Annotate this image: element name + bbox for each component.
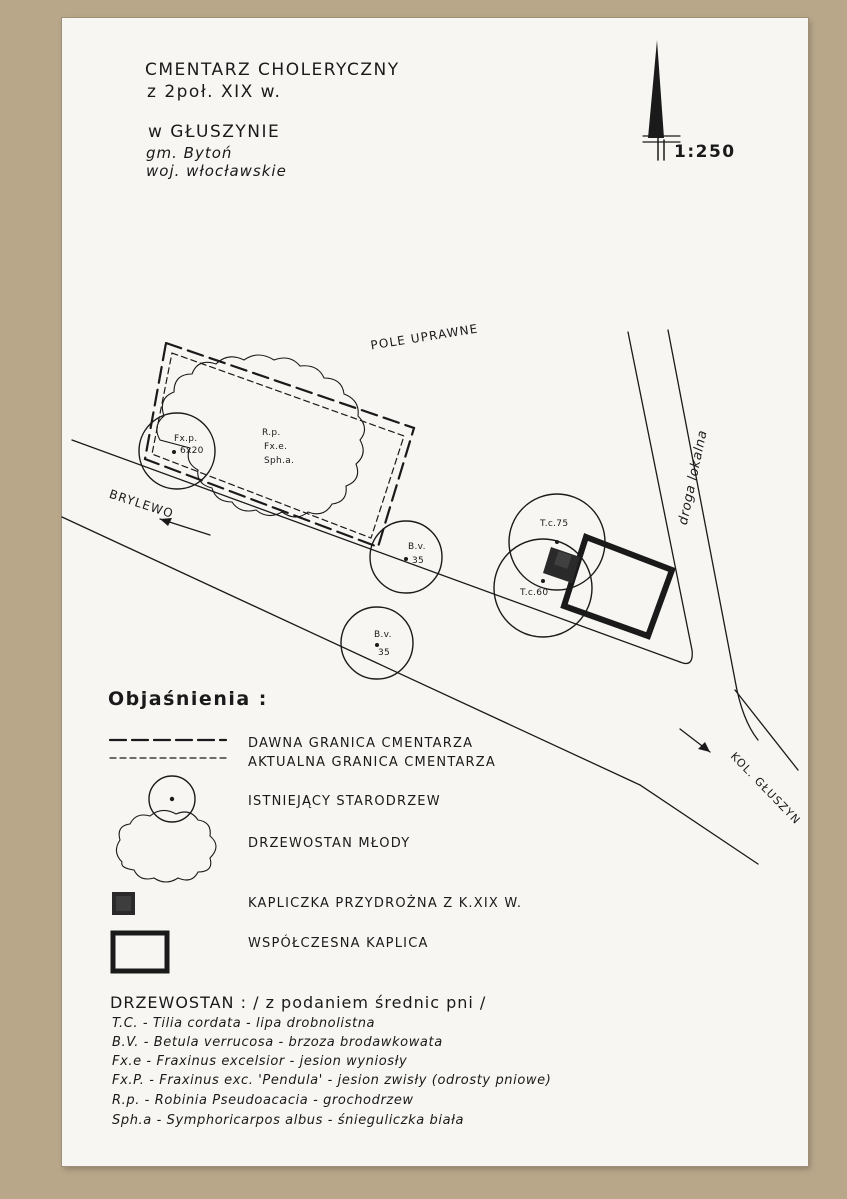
legend-item-old-trees: ISTNIEJĄCY STARODRZEW xyxy=(248,794,441,809)
legend-item-former-boundary: DAWNA GRANICA CMENTARZA xyxy=(248,736,474,751)
legend-old-tree-symbol xyxy=(148,775,196,823)
tree-tc60-label: T.c.60 xyxy=(520,588,549,598)
local-road-edge-right xyxy=(734,689,799,771)
legend-item-young-stand: DRZEWOSTAN MŁODY xyxy=(248,836,411,851)
tree-tc60-circle xyxy=(493,538,593,638)
map-title-line5: woj. włocławskie xyxy=(146,162,287,180)
map-title-line2: z 2poł. XIX w. xyxy=(147,82,282,102)
tree-bv2-value: 35 xyxy=(378,648,391,658)
road-edge-upper xyxy=(71,439,681,663)
local-road-edge-left xyxy=(667,329,759,741)
tree-list-row: Sph.a - Symphoricarpos albus - śniegulic… xyxy=(112,1113,465,1128)
tree-bv1-label: B.v. xyxy=(408,542,426,552)
legend-item-roadside-shrine: KAPLICZKA PRZYDROŻNA Z K.XIX W. xyxy=(248,896,523,911)
tree-list-row: B.V. - Betula verrucosa - brzoza brodawk… xyxy=(112,1035,443,1050)
modern-chapel xyxy=(560,533,676,640)
tree-list-row: Fx.P. - Fraxinus exc. 'Pendula' - jesion… xyxy=(112,1073,552,1088)
scale-label: 1:250 xyxy=(674,142,736,162)
tree-bv1-value: 35 xyxy=(412,556,425,566)
tree-list-row: T.C. - Tilia cordata - lipa drobnolistna xyxy=(112,1016,376,1031)
legend-heading: Objaśnienia : xyxy=(108,688,268,710)
tree-fxp-size: 6x20 xyxy=(180,446,204,456)
north-arrow-icon xyxy=(642,40,681,161)
group-rp-label: R.p. xyxy=(262,428,281,438)
tree-fxp-circle xyxy=(138,412,216,490)
tree-fxp-label: Fx.p. xyxy=(174,434,198,444)
map-title-line4: gm. Bytoń xyxy=(146,144,233,162)
legend-modern-chapel-symbol xyxy=(110,930,170,974)
former-boundary xyxy=(143,341,416,549)
legend-item-modern-chapel: WSPÓŁCZESNA KAPLICA xyxy=(248,936,429,951)
current-boundary xyxy=(151,352,405,539)
tree-list-heading: DRZEWOSTAN : / z podaniem średnic pni / xyxy=(110,993,487,1012)
group-spha-label: Sph.a. xyxy=(264,456,295,466)
group-fxe-label: Fx.e. xyxy=(264,442,288,452)
tree-bv1-circle xyxy=(369,520,443,594)
tree-bv2-label: B.v. xyxy=(374,630,392,640)
legend-young-stand-symbol xyxy=(115,809,217,883)
map-title-line3: w GŁUSZYNIE xyxy=(148,122,281,142)
legend-item-current-boundary: AKTUALNA GRANICA CMENTARZA xyxy=(248,755,496,770)
road-edge-lower xyxy=(61,516,759,865)
legend-shrine-symbol xyxy=(112,892,135,915)
young-stand-outline xyxy=(156,354,366,518)
paper-sheet xyxy=(62,18,808,1166)
map-title-line1: CMENTARZ CHOLERYCZNY xyxy=(145,60,400,80)
tree-tc75-label: T.c.75 xyxy=(540,519,569,529)
tree-list-row: Fx.e - Fraxinus excelsior - jesion wynio… xyxy=(112,1054,408,1069)
road-edge-junction xyxy=(627,331,693,665)
tree-bv2-circle xyxy=(340,606,414,680)
tree-list-row: R.p. - Robinia Pseudoacacia - grochodrze… xyxy=(112,1093,414,1108)
